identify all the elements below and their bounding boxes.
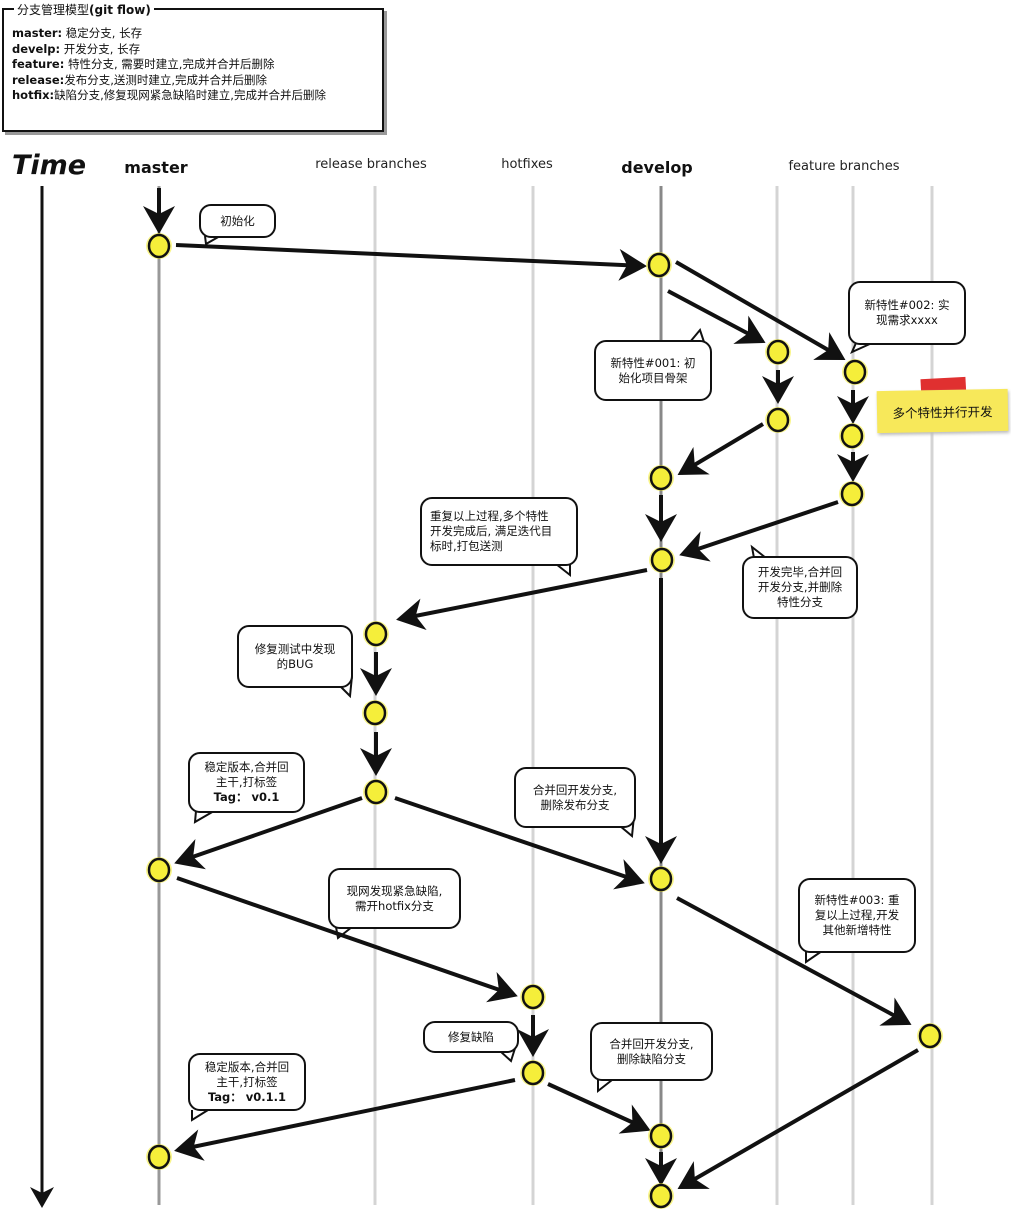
bubble-bugfix: 修复测试中发现的BUG <box>237 625 353 688</box>
bubble-hotfix-needed: 现网发现紧急缺陷,需开hotfix分支 <box>328 868 461 929</box>
merge-arrow <box>394 796 645 890</box>
bubble-feature-001: 新特性#001: 初始化项目骨架 <box>594 340 712 401</box>
header-release: release branches <box>315 157 427 172</box>
merge-arrow <box>174 796 363 870</box>
commit-node-release <box>363 700 387 726</box>
merge-arrow <box>396 568 648 631</box>
header-develop: develop <box>621 158 693 177</box>
legend-row-feature: feature: 特性分支, 需要时建立,完成并合并后删除 <box>12 57 275 71</box>
header-feature: feature branches <box>788 159 900 174</box>
merge-arrow <box>547 1082 651 1134</box>
header-master: master <box>124 158 188 177</box>
legend-row-master: master: 稳定分支, 长存 <box>12 26 143 40</box>
legend-row-release: release:发布分支,送测时建立,完成并合并后删除 <box>12 72 268 87</box>
merge-arrow <box>677 422 765 476</box>
bubble-fix-defect: 修复缺陷 <box>423 1021 519 1053</box>
commit-node-hotfix <box>521 984 545 1010</box>
commit-node-master <box>147 857 171 883</box>
bubble-tail <box>850 342 873 354</box>
merge-arrow <box>176 876 518 1003</box>
bubble-tail <box>805 950 823 964</box>
bubble-feature-done: 开发完毕,合并回开发分支,并删除特性分支 <box>742 556 858 619</box>
commit-node-feature <box>843 359 867 385</box>
commit-node-feature <box>918 1023 942 1049</box>
commit-node-feature <box>840 423 864 449</box>
bubble-tail <box>597 1079 613 1094</box>
merge-arrow <box>175 243 647 281</box>
commit-node-feature <box>840 481 864 507</box>
bubble-tail <box>191 1109 209 1122</box>
merge-arrow <box>674 260 846 361</box>
bubble-tail <box>750 544 767 559</box>
bubble-repeat: 重复以上过程,多个特性开发完成后, 满足迭代目标时,打包送测 <box>420 497 578 566</box>
commit-node-hotfix <box>521 1060 545 1086</box>
legend-row-develop: develp: 开发分支, 长存 <box>12 41 141 56</box>
legend-row-hotfix: hotfix:缺陷分支,修复现网紧急缺陷时建立,完成并合并后删除 <box>12 88 326 102</box>
commit-node-release <box>364 779 388 805</box>
merge-arrow <box>677 1048 920 1190</box>
merge-arrow <box>174 1078 516 1161</box>
legend-box: 分支管理模型(git flow) master: 稳定分支, 长存 develp… <box>2 1 384 132</box>
commit-node-release <box>364 621 388 647</box>
commit-node-master <box>147 1144 171 1170</box>
bubble-tail <box>689 327 705 343</box>
commit-node-develop <box>649 1123 673 1149</box>
merge-arrow <box>676 896 912 1026</box>
header-hotfixes: hotfixes <box>501 157 553 172</box>
time-label: Time <box>12 150 87 181</box>
bubble-merge-release: 合并回开发分支,删除发布分支 <box>514 767 636 828</box>
merge-arrow <box>679 500 839 562</box>
commit-node-feature <box>766 339 790 365</box>
bubble-feature-002: 新特性#002: 实现需求xxxx <box>848 281 966 345</box>
bubble-init: 初始化 <box>199 204 276 238</box>
merge-arrow <box>667 289 766 344</box>
bubble-tail <box>193 810 215 824</box>
legend-title: 分支管理模型(git flow) <box>14 1 154 18</box>
bubble-tail <box>204 235 221 246</box>
commit-node-master <box>147 233 171 259</box>
commit-node-feature <box>766 407 790 433</box>
commit-node-develop <box>649 465 673 491</box>
sticky-note: 多个特性并行开发 <box>876 388 1009 434</box>
bubble-merge-hotfix: 合并回开发分支,删除缺陷分支 <box>590 1022 713 1081</box>
commit-node-develop <box>649 1183 673 1209</box>
bubble-feature-003: 新特性#003: 重复以上过程,开发其他新增特性 <box>798 878 916 953</box>
commit-node-develop <box>649 866 673 892</box>
commit-node-develop <box>650 547 674 573</box>
legend-rows: master: 稳定分支, 长存 develp: 开发分支, 长存 featur… <box>12 26 326 104</box>
commit-node-develop <box>647 252 671 278</box>
